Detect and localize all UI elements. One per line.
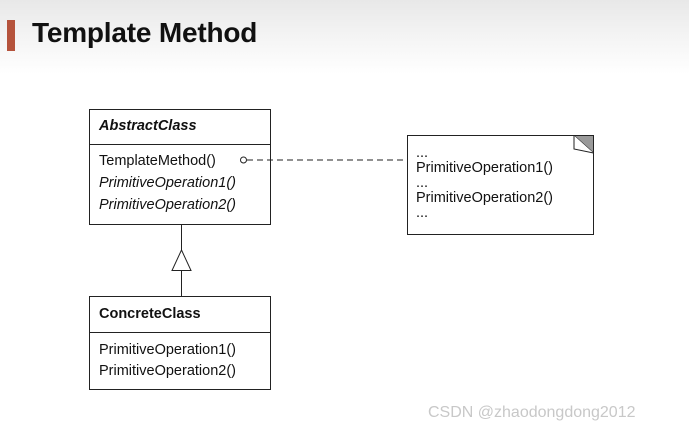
concrete-primitive-operation-1: PrimitiveOperation1() — [99, 342, 236, 358]
abstract-class-name: AbstractClass — [99, 118, 197, 134]
note-box — [407, 135, 594, 235]
note-line-ellipsis-1: ... — [416, 145, 429, 161]
concrete-class-name: ConcreteClass — [99, 306, 201, 322]
slide-title: Template Method — [32, 17, 258, 48]
concrete-primitive-operation-2: PrimitiveOperation2() — [99, 363, 236, 379]
note-link-anchor — [240, 156, 247, 164]
template-method-operation: TemplateMethod() — [99, 153, 216, 169]
note-line-ellipsis-3: ... — [416, 205, 429, 221]
title-accent-bar — [7, 20, 15, 51]
abstract-class-box — [89, 109, 271, 225]
abstract-primitive-operation-1: PrimitiveOperation1() — [99, 175, 236, 191]
note-fold-edge — [573, 135, 594, 154]
concrete-class-box — [89, 296, 271, 390]
watermark: CSDN @zhaodongdong2012 — [428, 404, 636, 421]
note-line-primitive-operation-1: PrimitiveOperation1() — [416, 160, 553, 176]
note-line-primitive-operation-2: PrimitiveOperation2() — [416, 190, 553, 206]
note-line-ellipsis-2: ... — [416, 175, 429, 191]
abstract-primitive-operation-2: PrimitiveOperation2() — [99, 197, 236, 213]
inheritance-arrow — [171, 248, 192, 271]
slide-header: Template Method — [0, 0, 689, 74]
